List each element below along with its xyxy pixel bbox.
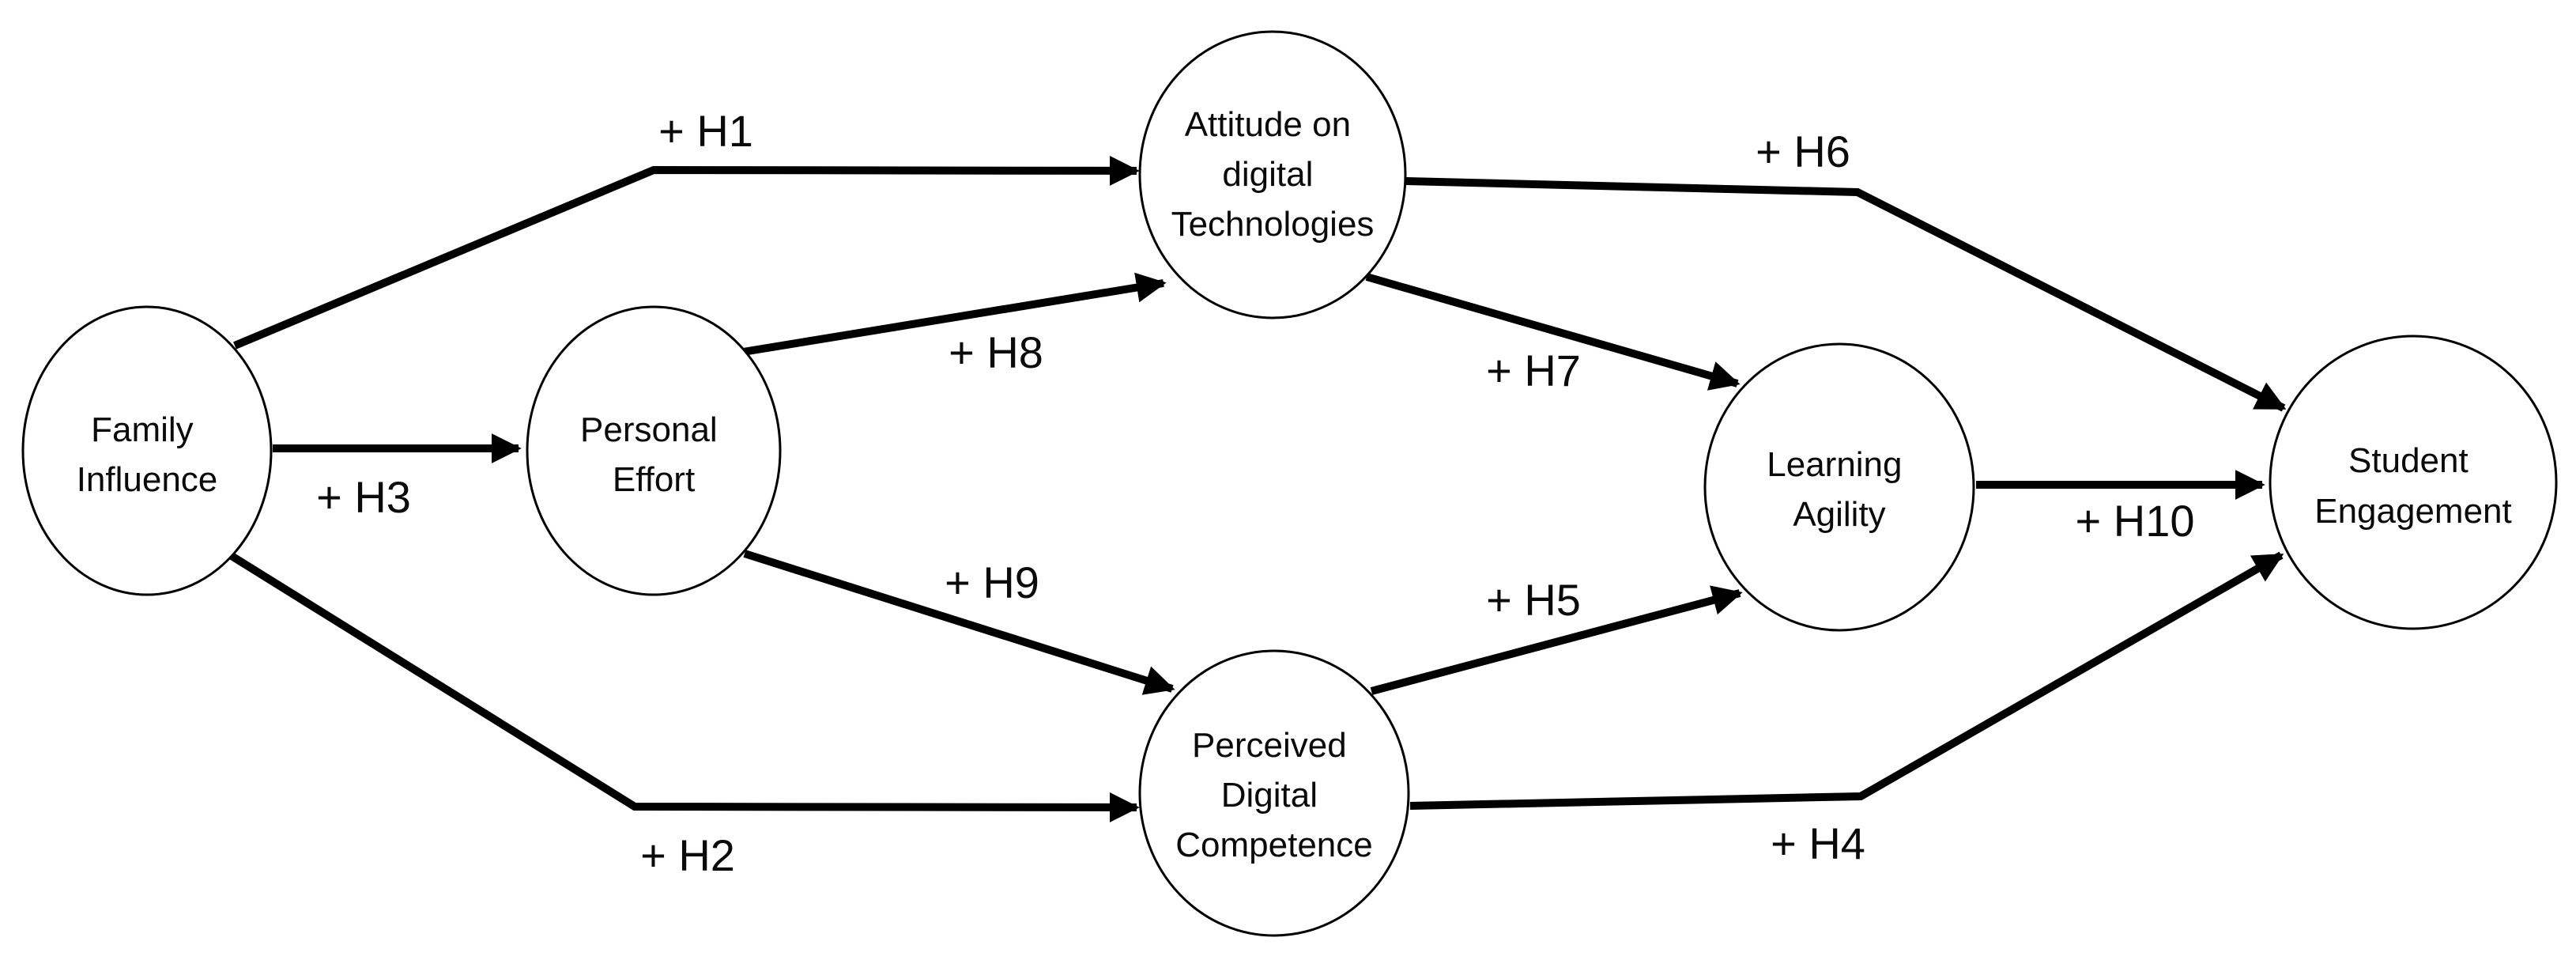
node-student-engagement-label: Student Engagement — [2314, 441, 2512, 531]
edge-h2-arrow — [229, 552, 1140, 822]
node-label-line: Perceived — [1192, 726, 1347, 765]
node-perceived-digital-competence: Perceived Digital Competence — [1138, 649, 1410, 937]
edge-h9: + H9 — [743, 550, 1175, 695]
node-attitude-digital-technologies-circle — [1138, 30, 1407, 319]
edge-h6-label: + H6 — [1756, 127, 1850, 176]
edge-h6-arrow — [1405, 177, 2287, 412]
node-label-line: Attitude on — [1185, 105, 1351, 144]
node-attitude-digital-technologies: Attitude on digital Technologies — [1138, 30, 1407, 319]
node-family-influence: Family Influence — [21, 305, 273, 596]
node-learning-agility-label: Learning Agility — [1767, 445, 1912, 534]
edge-h2: + H2 — [229, 552, 1140, 880]
edge-h1-label: + H1 — [658, 106, 753, 156]
node-label-line: Competence — [1175, 826, 1372, 864]
edge-h10: + H10 — [1976, 470, 2265, 546]
edge-h8-label: + H8 — [949, 327, 1043, 377]
edge-h9-label: + H9 — [945, 558, 1039, 607]
node-label-line: Agility — [1793, 495, 1885, 534]
node-perceived-digital-competence-circle — [1138, 649, 1410, 937]
node-student-engagement: Student Engagement — [2269, 335, 2558, 630]
node-learning-agility: Learning Agility — [1703, 342, 1975, 632]
edge-h3: + H3 — [273, 433, 522, 522]
node-label-line: Effort — [613, 460, 695, 499]
edge-h7: + H7 — [1365, 273, 1741, 395]
edge-h4: + H4 — [1409, 551, 2284, 868]
edge-h10-label: + H10 — [2076, 496, 2195, 546]
node-label-line: Digital — [1221, 776, 1318, 815]
node-label-line: digital — [1222, 155, 1313, 194]
edge-h9-arrow — [743, 550, 1175, 695]
node-perceived-digital-competence-label: Perceived Digital Competence — [1175, 726, 1372, 864]
edge-h8-arrow — [742, 272, 1167, 356]
node-label-line: Influence — [77, 460, 218, 499]
edge-h5-arrow — [1370, 585, 1743, 695]
node-label-line: Family — [91, 410, 194, 449]
node-family-influence-circle — [21, 305, 273, 596]
edge-h1-arrow — [233, 155, 1140, 350]
node-label-line: Student — [2348, 441, 2469, 480]
edge-h1: + H1 — [233, 106, 1140, 350]
node-label-line: Engagement — [2314, 492, 2512, 531]
edge-h2-label: + H2 — [640, 830, 735, 880]
node-family-influence-label: Family Influence — [77, 410, 218, 499]
node-label-line: Personal — [580, 410, 718, 449]
node-personal-effort-circle — [526, 305, 782, 596]
edge-h6: + H6 — [1405, 127, 2287, 412]
edge-h5-label: + H5 — [1486, 575, 1581, 625]
node-student-engagement-circle — [2269, 335, 2558, 630]
edge-h4-label: + H4 — [1771, 818, 1865, 868]
node-label-line: Learning — [1767, 445, 1902, 484]
edge-h5: + H5 — [1370, 575, 1743, 695]
edge-h3-label: + H3 — [316, 472, 411, 522]
node-label-line: Technologies — [1171, 205, 1375, 244]
edge-h7-arrow — [1365, 273, 1741, 391]
edge-h8: + H8 — [742, 272, 1167, 377]
node-attitude-digital-technologies-label: Attitude on digital Technologies — [1171, 105, 1375, 244]
edge-h7-label: + H7 — [1486, 346, 1581, 395]
node-learning-agility-circle — [1703, 342, 1975, 632]
edge-h4-arrow — [1409, 551, 2284, 810]
node-personal-effort: Personal Effort — [526, 305, 782, 596]
node-personal-effort-label: Personal Effort — [580, 410, 727, 499]
